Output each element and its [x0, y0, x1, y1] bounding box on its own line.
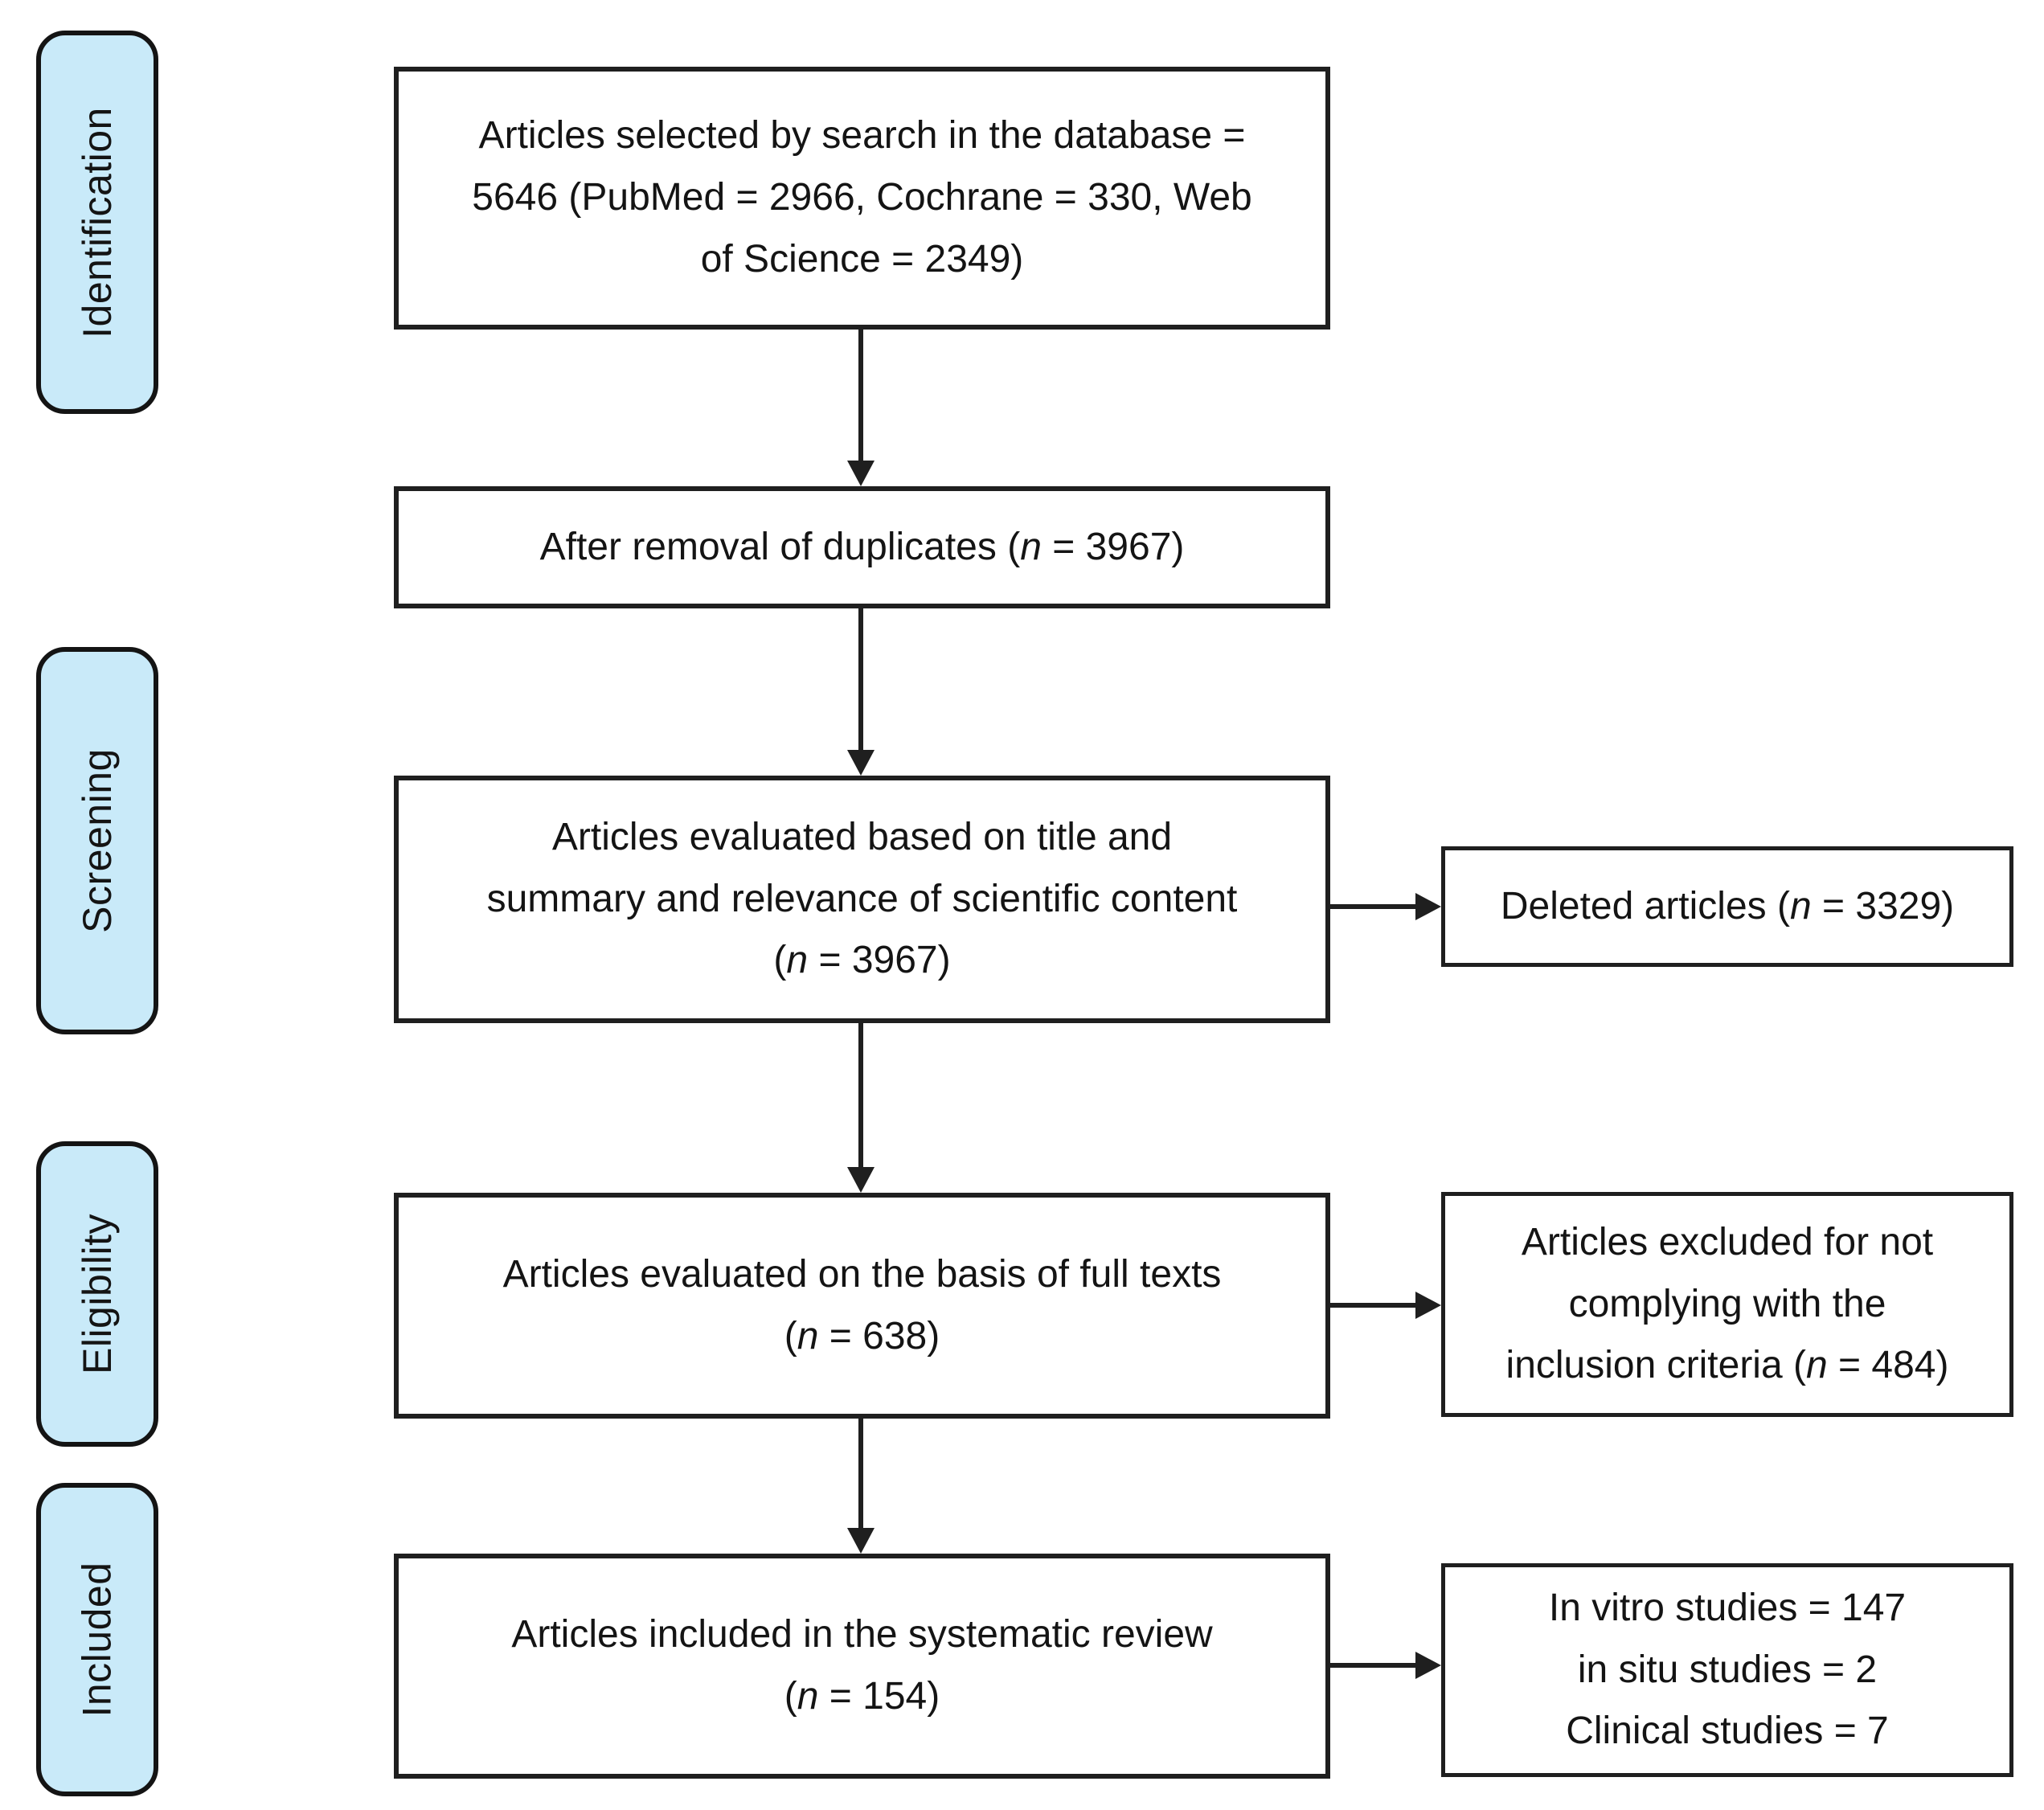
- stage-eligibility: Eligibility: [36, 1141, 158, 1447]
- flow-box-database-search-text: Articles selected by search in the datab…: [472, 114, 1252, 281]
- down-arrow-4-head-icon: [847, 1528, 875, 1554]
- stage-identification: Identification: [36, 31, 158, 414]
- stage-screening-label: Screening: [75, 748, 120, 933]
- side-box-excluded-articles-text: Articles excluded for not complying with…: [1505, 1220, 1949, 1387]
- flow-box-duplicates-removed: After removal of duplicates (n = 3967): [394, 486, 1330, 608]
- down-arrow-1-head-icon: [847, 461, 875, 486]
- side-box-deleted-articles-text: Deleted articles (n = 3329): [1500, 884, 1955, 928]
- flow-box-duplicates-removed-text: After removal of duplicates (n = 3967): [539, 525, 1185, 568]
- down-arrow-1-line: [858, 330, 863, 462]
- down-arrow-2-line: [858, 608, 863, 751]
- down-arrow-4-line: [858, 1419, 863, 1529]
- stage-included: Included: [36, 1483, 158, 1796]
- flow-box-title-summary-screening: Articles evaluated based on title and su…: [394, 776, 1330, 1023]
- stage-included-label: Included: [75, 1562, 121, 1718]
- right-arrow-2-line: [1330, 1303, 1417, 1308]
- right-arrow-1-head-icon: [1415, 893, 1441, 920]
- right-arrow-3-head-icon: [1415, 1652, 1441, 1679]
- flow-box-title-summary-screening-text: Articles evaluated based on title and su…: [486, 815, 1238, 982]
- down-arrow-2-head-icon: [847, 750, 875, 776]
- flow-box-full-text-evaluation-text: Articles evaluated on the basis of full …: [502, 1252, 1222, 1358]
- down-arrow-3-line: [858, 1023, 863, 1169]
- flow-box-included-studies-text: Articles included in the systematic revi…: [511, 1613, 1213, 1718]
- stage-screening: Screening: [36, 647, 158, 1034]
- stage-identification-label: Identification: [75, 106, 120, 338]
- side-box-deleted-articles: Deleted articles (n = 3329): [1441, 846, 2013, 967]
- flow-box-full-text-evaluation: Articles evaluated on the basis of full …: [394, 1193, 1330, 1419]
- side-box-study-type-breakdown: In vitro studies = 147 in situ studies =…: [1441, 1563, 2013, 1777]
- stage-eligibility-label: Eligibility: [75, 1213, 121, 1375]
- down-arrow-3-head-icon: [847, 1167, 875, 1193]
- flow-box-database-search: Articles selected by search in the datab…: [394, 67, 1330, 330]
- side-box-study-type-breakdown-text: In vitro studies = 147 in situ studies =…: [1548, 1586, 1907, 1753]
- right-arrow-3-line: [1330, 1663, 1417, 1668]
- right-arrow-2-head-icon: [1415, 1292, 1441, 1319]
- right-arrow-1-line: [1330, 904, 1417, 909]
- side-box-excluded-articles: Articles excluded for not complying with…: [1441, 1192, 2013, 1417]
- flow-box-included-studies: Articles included in the systematic revi…: [394, 1554, 1330, 1779]
